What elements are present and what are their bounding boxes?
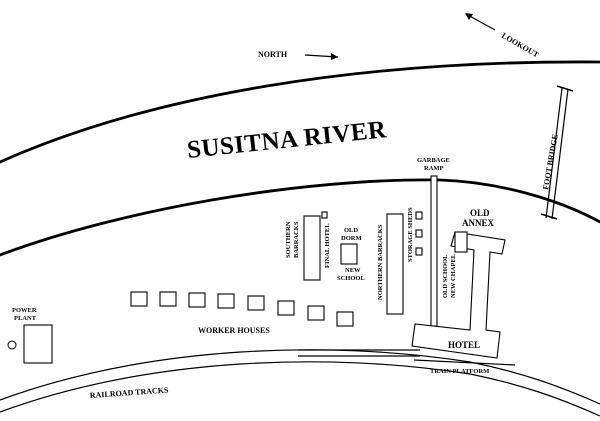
railroad-track-outer xyxy=(0,349,600,405)
garbage-ramp-label-1: GARBAGE xyxy=(417,157,450,164)
old-dorm-building xyxy=(340,243,358,265)
worker-house xyxy=(130,291,148,307)
worker-house xyxy=(159,291,177,307)
old-annex-label-2: ANNEX xyxy=(462,218,495,228)
north-arrow-icon xyxy=(304,53,339,60)
river-label: SUSITNA RIVER xyxy=(186,116,388,164)
worker-houses xyxy=(130,291,354,327)
worker-house xyxy=(336,311,354,327)
garbage-ramp xyxy=(430,175,438,327)
worker-house xyxy=(307,305,325,321)
worker-house xyxy=(188,292,206,308)
worker-houses-label: WORKER HOUSES xyxy=(198,326,270,335)
old-dorm-label-2: DORM xyxy=(341,235,362,242)
lookout-arrow-icon xyxy=(465,13,496,31)
railroad-track-inner xyxy=(0,361,600,417)
final-hotel-marker xyxy=(321,211,328,219)
train-platform-label: TRAIN PLATFORM xyxy=(430,368,489,375)
southern-barracks-label-1: SOUTHERN xyxy=(285,221,292,258)
old-dorm-label-1: OLD xyxy=(344,227,358,234)
old-annex-label-1: OLD xyxy=(470,208,490,218)
new-school-label-1: NEW xyxy=(345,267,361,274)
worker-house xyxy=(217,293,235,309)
old-school-label: OLD SCHOOL xyxy=(442,254,449,298)
river-south-bank xyxy=(0,178,600,257)
storage-sheds-label: STORAGE SHEDS xyxy=(407,207,414,262)
lookout-label: LOOKOUT xyxy=(500,31,541,60)
new-chapel-label: NEW CHAPEL xyxy=(450,253,457,298)
worker-house xyxy=(247,295,265,311)
power-plant-label-1: POWER xyxy=(12,307,37,314)
new-school-label-2: SCHOOL xyxy=(337,275,365,282)
foot-bridge xyxy=(540,85,574,220)
train-platform xyxy=(413,359,516,366)
power-plant-building xyxy=(23,324,53,364)
worker-house xyxy=(277,300,295,316)
hotel-complex-building xyxy=(411,231,506,359)
northern-barracks-label: NORTHERN BARRACKS xyxy=(377,224,384,300)
power-plant-label-2: PLANT xyxy=(14,315,37,322)
storage-shed xyxy=(415,229,423,238)
storage-shed xyxy=(415,247,423,256)
southern-barracks-label-2: BARRACKS xyxy=(293,221,300,258)
river-north-bank xyxy=(0,60,600,164)
storage-shed xyxy=(415,211,423,220)
power-plant-tank xyxy=(7,340,17,350)
hotel-wing xyxy=(454,231,468,253)
north-label: NORTH xyxy=(258,50,288,59)
hotel-label: HOTEL xyxy=(448,340,480,350)
railroad-tracks-label: RAILROAD TRACKS xyxy=(90,385,170,400)
final-hotel-label: FINAL HOTEL xyxy=(324,223,331,268)
garbage-ramp-label-2: RAMP xyxy=(424,165,444,172)
southern-barracks-building xyxy=(303,215,321,281)
northern-barracks-building xyxy=(386,213,404,315)
